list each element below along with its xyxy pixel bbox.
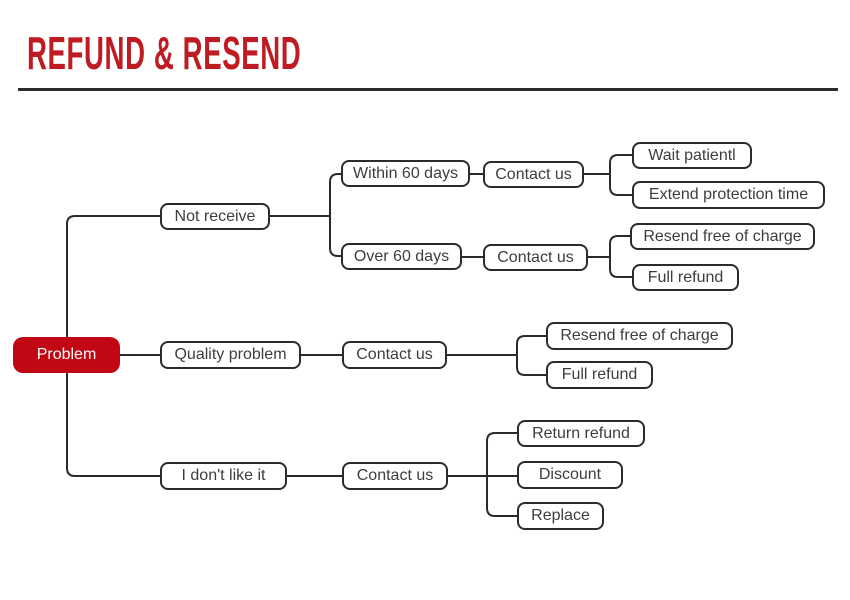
node-i-dont-like-it: I don't like it	[160, 462, 287, 490]
node-resend-free-of-charge-2: Resend free of charge	[546, 322, 733, 350]
page-title: REFUND & RESEND	[27, 27, 302, 79]
node-full-refund-1: Full refund	[632, 264, 739, 291]
node-contact-us-3: Contact us	[342, 341, 447, 369]
node-full-refund-2: Full refund	[546, 361, 653, 389]
connector-contact4-bracket	[486, 432, 517, 517]
node-replace: Replace	[517, 502, 604, 530]
node-contact-us-4: Contact us	[342, 462, 448, 490]
node-problem: Problem	[13, 337, 120, 373]
connector-not-receive-bracket	[329, 173, 341, 257]
connector-contact3-bracket	[516, 335, 546, 376]
title-divider	[18, 88, 838, 91]
connector-contact1-bracket	[609, 154, 632, 196]
node-not-receive: Not receive	[160, 203, 270, 230]
node-contact-us-2: Contact us	[483, 244, 588, 271]
node-resend-free-of-charge-1: Resend free of charge	[630, 223, 815, 250]
node-within-60-days: Within 60 days	[341, 160, 470, 187]
node-wait-patientl: Wait patientl	[632, 142, 752, 169]
node-quality-problem: Quality problem	[160, 341, 301, 369]
node-return-refund: Return refund	[517, 420, 645, 447]
node-contact-us-1: Contact us	[483, 161, 584, 188]
node-discount: Discount	[517, 461, 623, 489]
node-extend-protection-time: Extend protection time	[632, 181, 825, 209]
connector-contact2-bracket	[609, 235, 632, 278]
node-over-60-days: Over 60 days	[341, 243, 462, 270]
